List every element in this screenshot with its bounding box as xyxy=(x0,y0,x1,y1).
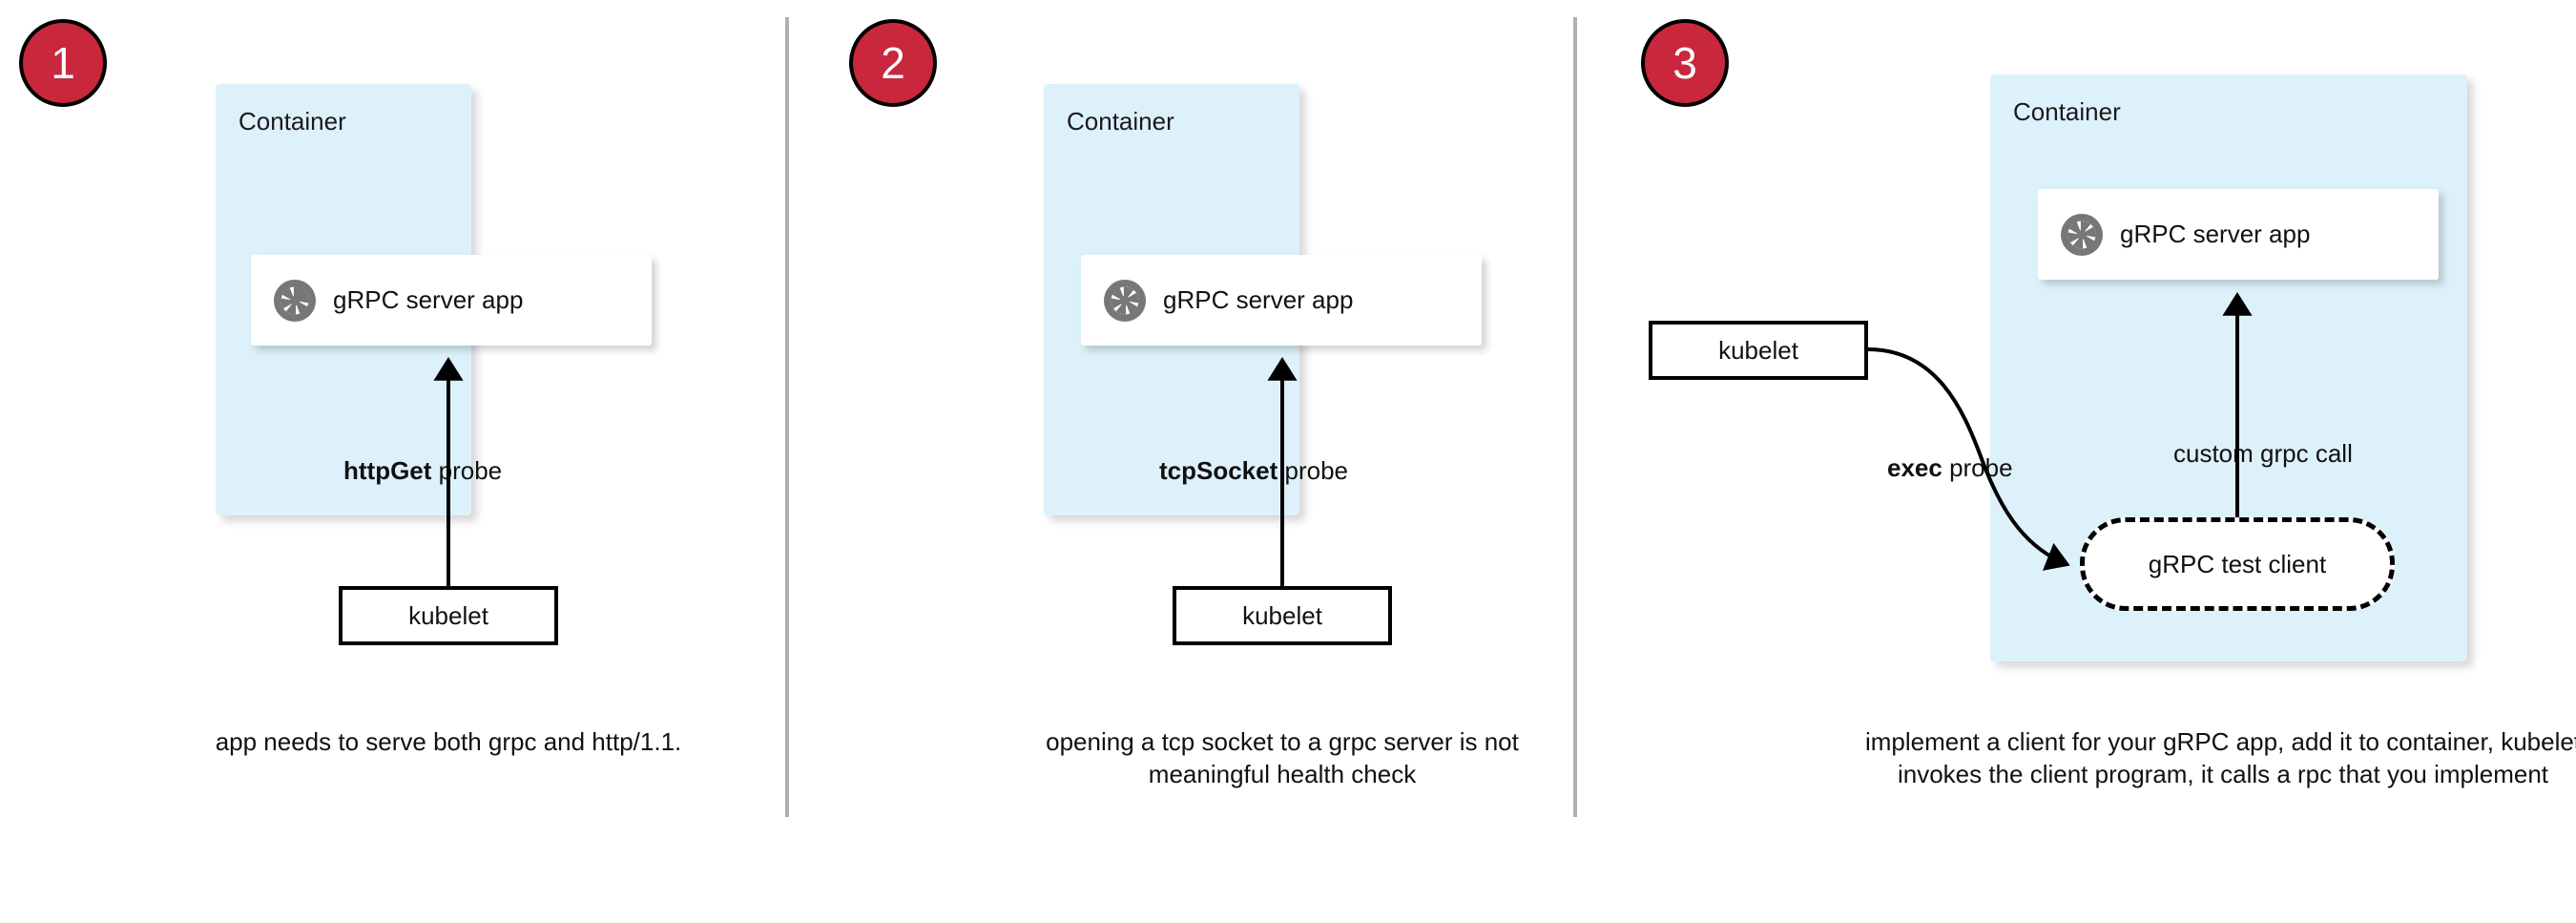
custom-grpc-call-label: custom grpc call xyxy=(2173,439,2353,468)
grpc-server-app-label-3: gRPC server app xyxy=(2120,220,2311,248)
container-label-2: Container xyxy=(1067,107,1174,136)
kubelet-box-2: kubelet xyxy=(1173,586,1392,645)
probe-label-1-suffix: probe xyxy=(431,456,503,485)
kubelet-label-1: kubelet xyxy=(408,600,488,630)
panel-caption-3: implement a client for your gRPC app, ad… xyxy=(1864,727,2576,788)
container-label-1: Container xyxy=(239,107,346,136)
panel-divider-2 xyxy=(1573,17,1577,817)
probe-label-2-suffix: probe xyxy=(1278,456,1348,485)
grpc-server-app-card-2: gRPC server app xyxy=(1081,255,1482,346)
grpc-aperture-icon xyxy=(2059,212,2105,258)
probe-label-2: tcpSocket probe xyxy=(1159,456,1348,486)
grpc-server-app-label-2: gRPC server app xyxy=(1163,285,1354,314)
container-label-3: Container xyxy=(2013,97,2121,126)
grpc-test-client-label: gRPC test client xyxy=(2148,549,2327,578)
step-badge-1: 1 xyxy=(19,19,107,107)
panel-caption-2: opening a tcp socket to a grpc server is… xyxy=(1046,727,1519,788)
grpc-server-app-label-1: gRPC server app xyxy=(333,285,524,314)
kubelet-box-1: kubelet xyxy=(339,586,558,645)
grpc-aperture-icon xyxy=(272,278,318,324)
probe-label-2-keyword: tcpSocket xyxy=(1159,456,1278,485)
step-badge-3: 3 xyxy=(1641,19,1729,107)
step-badge-2: 2 xyxy=(849,19,937,107)
probe-label-1: httpGet probe xyxy=(343,456,502,486)
grpc-server-app-card-1: gRPC server app xyxy=(251,255,652,346)
grpc-aperture-icon xyxy=(1102,278,1148,324)
probe-label-3: exec probe xyxy=(1887,453,2013,483)
kubelet-label-3: kubelet xyxy=(1718,335,1798,365)
kubelet-box-3: kubelet xyxy=(1649,321,1868,380)
kubelet-label-2: kubelet xyxy=(1242,600,1322,630)
grpc-test-client-pill: gRPC test client xyxy=(2080,517,2395,611)
panel-caption-1: app needs to serve both grpc and http/1.… xyxy=(215,727,682,756)
grpc-server-app-card-3: gRPC server app xyxy=(2038,189,2439,280)
panel-divider-1 xyxy=(785,17,789,817)
probe-label-3-keyword: exec xyxy=(1887,453,1942,482)
probe-label-3-suffix: probe xyxy=(1942,453,2013,482)
probe-label-1-keyword: httpGet xyxy=(343,456,432,485)
